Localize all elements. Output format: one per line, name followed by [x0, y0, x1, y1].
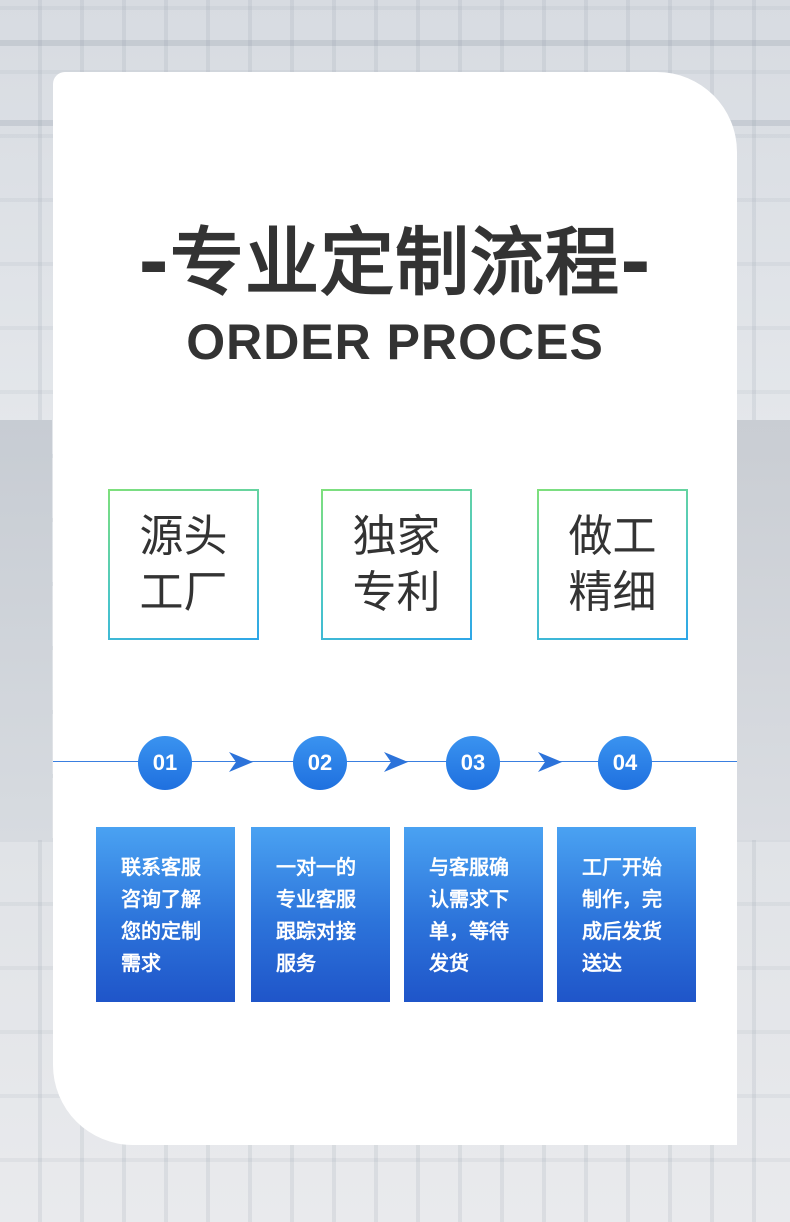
step-number-badge: 03 [446, 736, 500, 790]
arrow-right-icon [384, 752, 408, 772]
step-card-delivery: 工厂开始制作，完成后发货送达 [557, 827, 696, 1002]
ceiling-beam [0, 40, 790, 46]
feature-label: 源头工厂 [139, 510, 228, 618]
feature-label: 做工精细 [568, 510, 657, 618]
step-description: 联系客服咨询了解您的定制需求 [121, 855, 201, 975]
page-subtitle: ORDER PROCES [186, 314, 604, 370]
step-description: 与客服确认需求下单，等待发货 [429, 855, 509, 975]
step-card-order: 与客服确认需求下单，等待发货 [404, 827, 543, 1002]
step-card-service: 一对一的专业客服跟踪对接服务 [251, 827, 390, 1002]
background-machine-left [0, 420, 52, 840]
step-description: 工厂开始制作，完成后发货送达 [582, 855, 662, 975]
feature-box-exclusive-patent: 独家专利 [321, 489, 472, 640]
step-number-badge: 01 [138, 736, 192, 790]
feature-label: 独家专利 [352, 510, 441, 618]
arrow-right-icon [229, 752, 253, 772]
background-machine-right [736, 420, 790, 840]
step-description: 一对一的专业客服跟踪对接服务 [276, 855, 356, 975]
step-number-badge: 02 [293, 736, 347, 790]
step-number-badge: 04 [598, 736, 652, 790]
page-title: -专业定制流程- [138, 220, 652, 306]
feature-box-source-factory: 源头工厂 [108, 489, 259, 640]
step-card-contact: 联系客服咨询了解您的定制需求 [96, 827, 235, 1002]
feature-box-fine-workmanship: 做工精细 [537, 489, 688, 640]
arrow-right-icon [538, 752, 562, 772]
